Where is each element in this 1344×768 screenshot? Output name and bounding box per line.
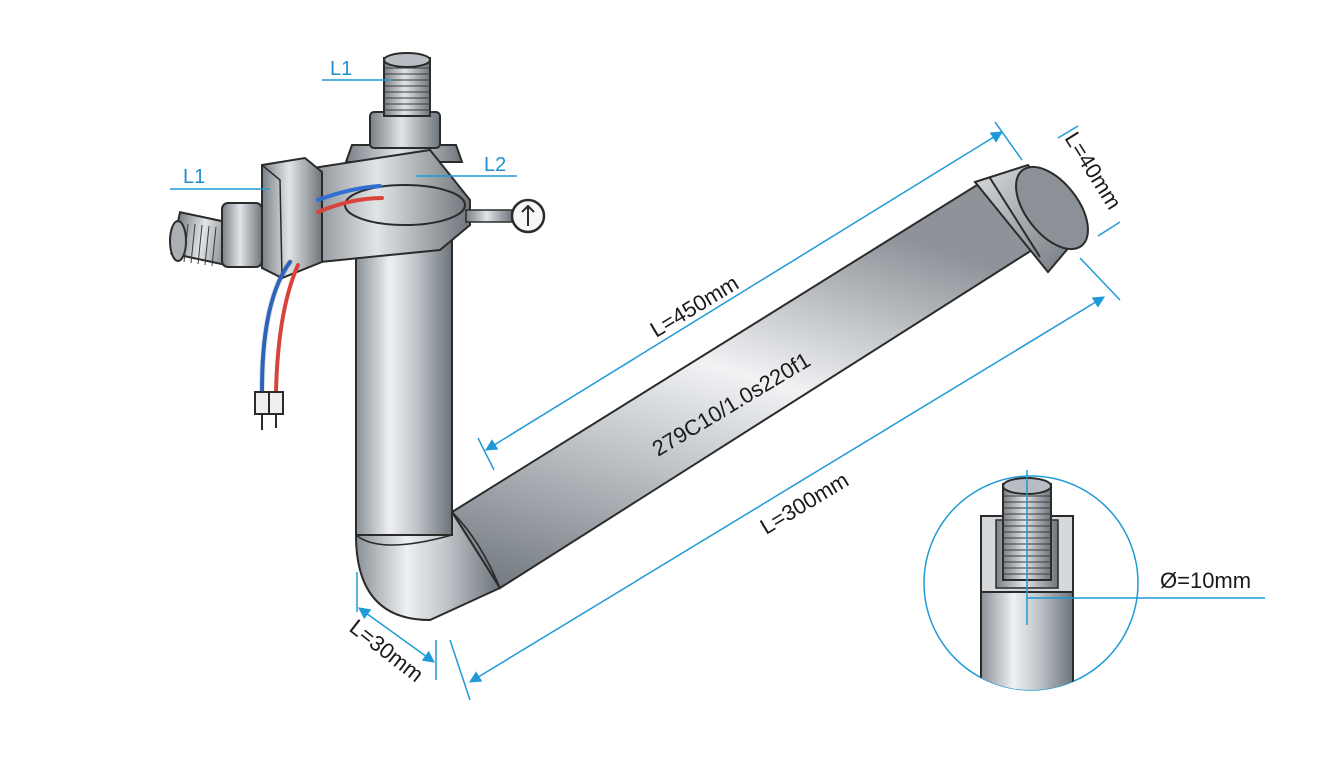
threaded-fitting (169, 202, 263, 268)
vertical-pipe (354, 204, 502, 622)
label-l2: L2 (484, 154, 506, 176)
top-fitting (344, 52, 464, 163)
pipe-end-face (1015, 165, 1089, 251)
dim-long-bottom: L=300mm (756, 467, 853, 539)
gauge-icon (465, 198, 546, 234)
detail-callout (923, 470, 1265, 691)
dim-long-top: L=450mm (646, 270, 743, 342)
junction-box (261, 156, 323, 280)
dim-bend: L=30mm (345, 614, 428, 687)
dim-diameter: Ø=10mm (1160, 568, 1251, 593)
label-l1-top: L1 (330, 58, 352, 80)
clamp-bracket (298, 148, 471, 264)
label-l1-left: L1 (183, 166, 205, 188)
wires (259, 184, 384, 394)
wire-terminals (254, 391, 284, 430)
dimension-lines (356, 121, 1121, 701)
